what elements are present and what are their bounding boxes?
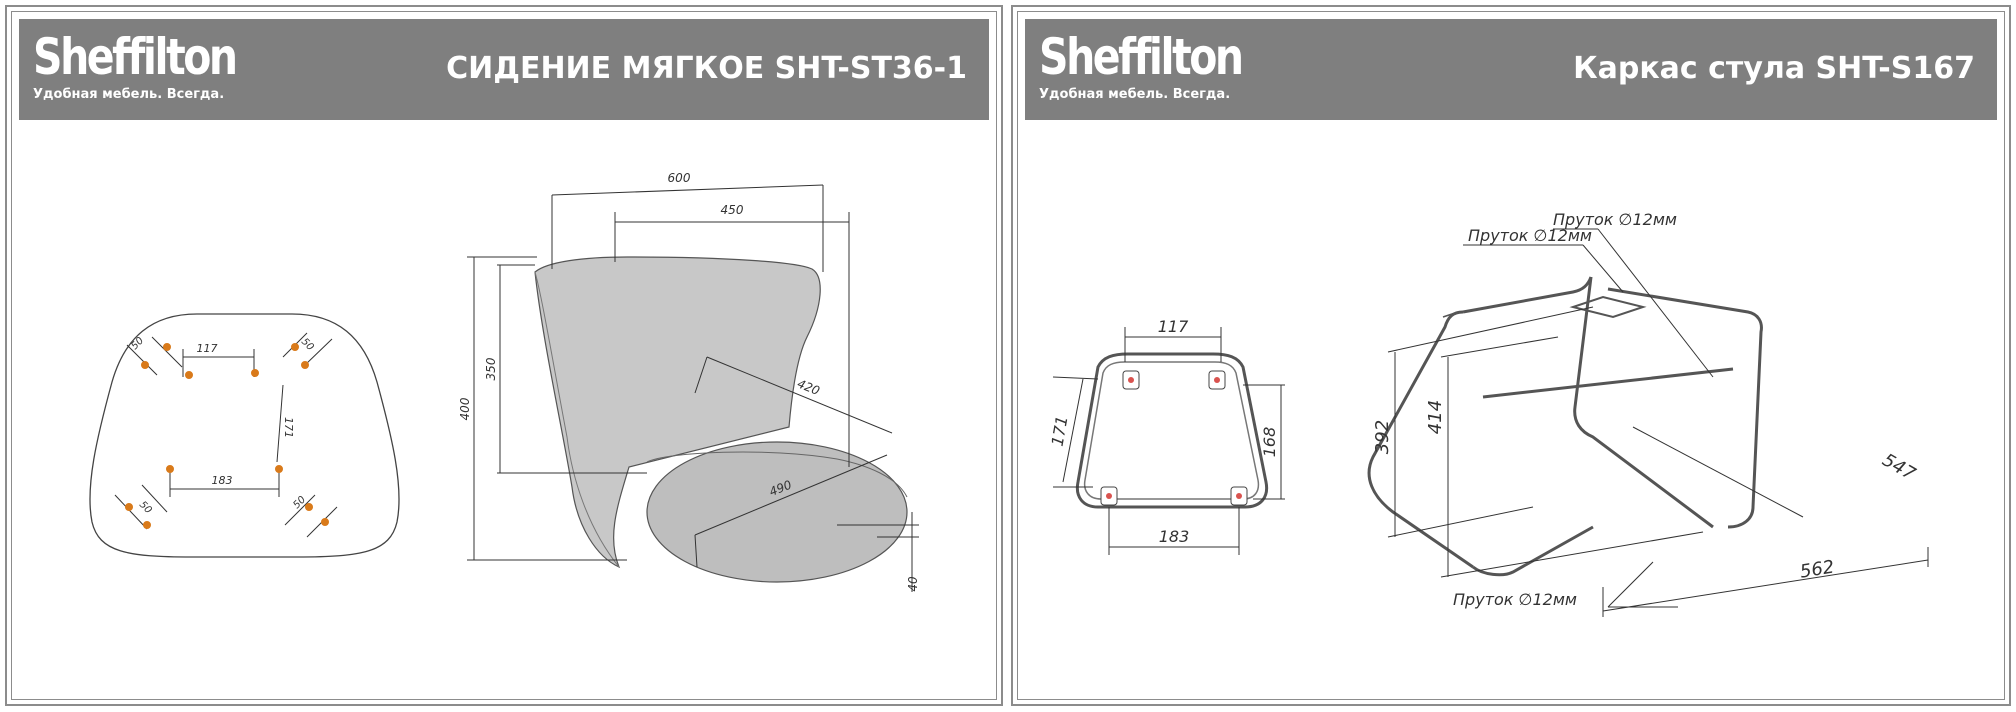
brand-logo: Sheffilton Удобная мебель. Всегда.: [33, 31, 280, 103]
product-title: Каркас стула SHT-S167: [1573, 51, 1975, 86]
mount-dim-bottom: 183: [212, 474, 233, 487]
rod-label-1: Пруток ∅12мм: [1468, 226, 1592, 245]
brand-slogan: Удобная мебель. Всегда.: [1039, 87, 1231, 102]
frame-dim-width: 562: [1799, 557, 1836, 583]
plate-dim-left: 171: [1048, 414, 1072, 447]
seat-drawing: 117 171 183 50 50 50 50: [89, 171, 920, 592]
panel-border: [1017, 11, 2005, 700]
mount-dim-side: 171: [282, 417, 295, 438]
brand-name: Sheffilton: [33, 28, 238, 86]
product-title: СИДЕНИЕ МЯГКОЕ SHT-ST36-1: [446, 51, 967, 86]
frame-spec-panel: Sheffilton Удобная мебель. Всегда. Карка…: [1011, 5, 2011, 706]
frame-header-bar: Sheffilton Удобная мебель. Всегда. Карка…: [1025, 19, 1997, 120]
seat-dim-back-height: 350: [484, 357, 498, 380]
frame-dim-height-front: 392: [1372, 420, 1393, 454]
brand-logo: Sheffilton Удобная мебель. Всегда.: [1039, 31, 1286, 103]
panel-border: [11, 11, 997, 700]
plate-dim-top: 117: [1158, 317, 1189, 336]
frame-dim-depth: 547: [1879, 450, 1920, 486]
frame-drawing: 117 171 168 183: [1048, 210, 1929, 617]
frame-dim-height-back: 414: [1425, 400, 1446, 434]
seat-spec-panel: Sheffilton Удобная мебель. Всегда. СИДЕН…: [5, 5, 1003, 706]
mount-offset-bl: 50: [137, 499, 154, 516]
plate-dim-bottom: 183: [1159, 527, 1190, 546]
brand-slogan: Удобная мебель. Всегда.: [33, 87, 225, 102]
mount-plate-diagram: 117 171 168 183: [1048, 317, 1285, 555]
brand-name: Sheffilton: [1039, 28, 1244, 86]
frame-dimension-lines: [1387, 228, 1929, 617]
seat-dim-total-height: 400: [458, 397, 472, 420]
seat-illustration: [534, 256, 908, 583]
mount-pattern-diagram: 117 171 183 50 50 50 50: [89, 313, 400, 558]
seat-dim-thickness: 40: [906, 576, 920, 592]
plate-dim-right: 168: [1260, 427, 1279, 458]
seat-dimension-lines: [467, 184, 919, 592]
seat-dim-top-width: 600: [668, 171, 691, 185]
rod-label-3: Пруток ∅12мм: [1453, 590, 1577, 609]
mount-dim-top: 117: [197, 342, 218, 355]
rod-label-2: Пруток ∅12мм: [1553, 210, 1677, 229]
seat-dim-inner-width: 450: [721, 203, 744, 217]
seat-header-bar: Sheffilton Удобная мебель. Всегда. СИДЕН…: [19, 19, 989, 120]
